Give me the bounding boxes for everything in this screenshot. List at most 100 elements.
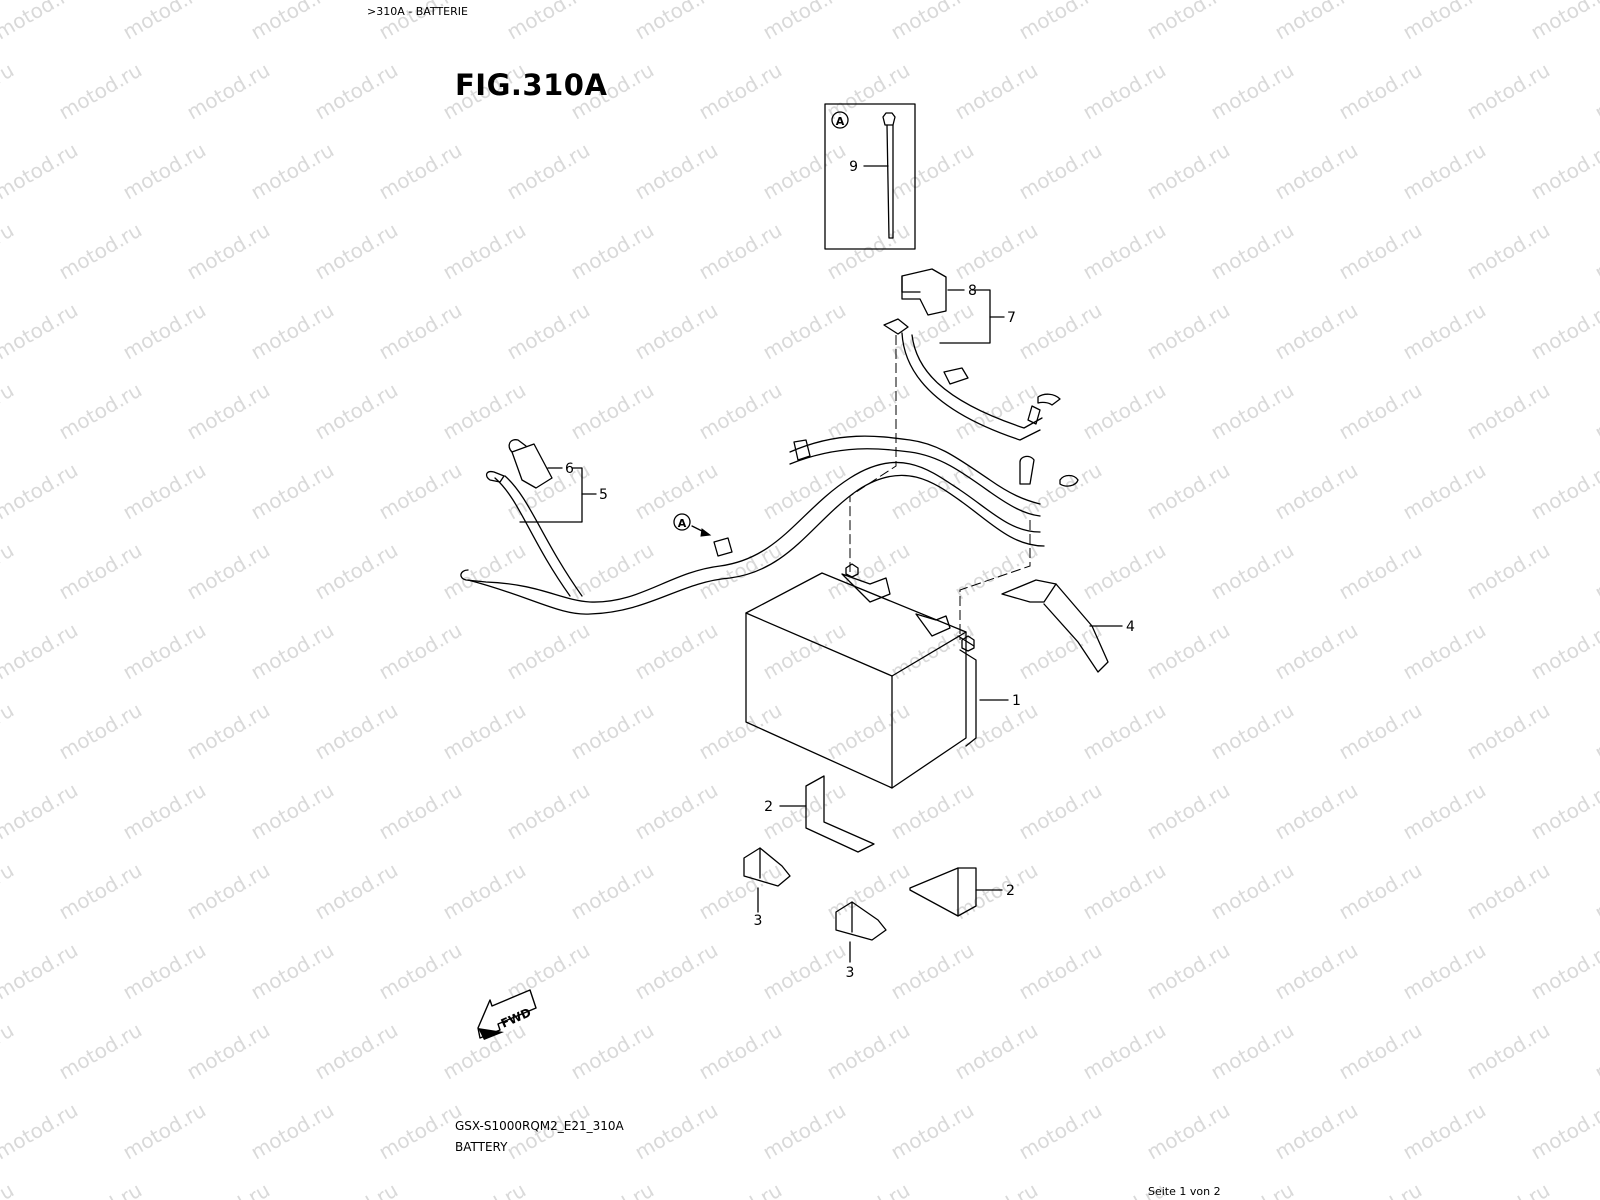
clamp-marker-label: A (678, 517, 687, 530)
watermark-text: motod.ru (567, 218, 658, 285)
watermark-text: motod.ru (887, 458, 978, 525)
watermark-text: motod.ru (1143, 138, 1234, 205)
watermark-text: motod.ru (247, 298, 338, 365)
watermark-text: motod.ru (1335, 378, 1426, 445)
watermark-text: motod.ru (1207, 58, 1298, 125)
cushion-3a (743, 847, 791, 887)
watermark-text: motod.ru (1271, 938, 1362, 1005)
watermark-text: motod.ru (0, 1018, 18, 1085)
watermark-text: motod.ru (1271, 138, 1362, 205)
watermark-text: motod.ru (311, 58, 402, 125)
watermark-text: motod.ru (1335, 858, 1426, 925)
watermark-text: motod.ru (0, 618, 82, 685)
watermark-text: motod.ru (1079, 378, 1170, 445)
watermark-text: motod.ru (1527, 778, 1600, 845)
watermark-text: motod.ru (567, 378, 658, 445)
watermark-text: motod.ru (119, 298, 210, 365)
watermark-text: motod.ru (1399, 778, 1490, 845)
watermark-text: motod.ru (1527, 1098, 1600, 1165)
watermark-text: motod.ru (1335, 1018, 1426, 1085)
watermark-text: motod.ru (119, 0, 210, 44)
watermark-text: motod.ru (695, 378, 786, 445)
watermark-text: motod.ru (631, 298, 722, 365)
watermark-text: motod.ru (311, 1018, 402, 1085)
watermark-text: motod.ru (1591, 1178, 1600, 1200)
watermark-text: motod.ru (247, 618, 338, 685)
watermark-text: motod.ru (1463, 698, 1554, 765)
watermark-text: motod.ru (695, 858, 786, 925)
watermark-text: motod.ru (55, 58, 146, 125)
watermark-text: motod.ru (1463, 1178, 1554, 1200)
callout-3a: 3 (754, 913, 763, 929)
watermark-text: motod.ru (1271, 778, 1362, 845)
watermark-text: motod.ru (1463, 858, 1554, 925)
watermark-text: motod.ru (55, 698, 146, 765)
watermark-text: motod.ru (1015, 298, 1106, 365)
watermark-text: motod.ru (439, 1178, 530, 1200)
watermark-text: motod.ru (1335, 58, 1426, 125)
watermark-text: motod.ru (503, 938, 594, 1005)
watermark-text: motod.ru (55, 1178, 146, 1200)
watermark-text: motod.ru (1335, 1178, 1426, 1200)
watermark-text: motod.ru (375, 138, 466, 205)
watermark-text: motod.ru (1591, 58, 1600, 125)
watermark-text: motod.ru (0, 0, 82, 44)
watermark-text: motod.ru (1143, 1098, 1234, 1165)
callout-8: 8 (968, 283, 977, 299)
watermark-text: motod.ru (1399, 298, 1490, 365)
watermark-text: motod.ru (247, 938, 338, 1005)
detail-inset-a: A 9 (824, 103, 916, 250)
watermark-text: motod.ru (823, 698, 914, 765)
watermark-text: motod.ru (311, 698, 402, 765)
watermark-text: motod.ru (695, 538, 786, 605)
watermark-text: motod.ru (951, 698, 1042, 765)
watermark-text: motod.ru (887, 0, 978, 44)
watermark-text: motod.ru (823, 218, 914, 285)
watermark-text: motod.ru (439, 378, 530, 445)
watermark-text: motod.ru (1079, 218, 1170, 285)
callout-6: 6 (565, 461, 574, 477)
watermark-text: motod.ru (1015, 938, 1106, 1005)
watermark-text: motod.ru (695, 1018, 786, 1085)
watermark-text: motod.ru (759, 458, 850, 525)
watermark-text: motod.ru (887, 1098, 978, 1165)
watermark-text: motod.ru (55, 378, 146, 445)
watermark-text: motod.ru (823, 1018, 914, 1085)
watermark-text: motod.ru (119, 618, 210, 685)
watermark-text: motod.ru (1335, 218, 1426, 285)
watermark-text: motod.ru (0, 458, 82, 525)
watermark-text: motod.ru (887, 938, 978, 1005)
watermark-text: motod.ru (183, 698, 274, 765)
watermark-text: motod.ru (1527, 138, 1600, 205)
watermark-text: motod.ru (1271, 458, 1362, 525)
watermark-text: motod.ru (887, 618, 978, 685)
watermark-text: motod.ru (1207, 218, 1298, 285)
watermark-text: motod.ru (1527, 618, 1600, 685)
watermark-text: motod.ru (759, 938, 850, 1005)
cushion-2b (909, 867, 977, 917)
watermark-text: motod.ru (951, 378, 1042, 445)
watermark-text: motod.ru (695, 1178, 786, 1200)
watermark-text: motod.ru (1463, 58, 1554, 125)
watermark-text: motod.ru (183, 1178, 274, 1200)
watermark-text: motod.ru (567, 1018, 658, 1085)
callout-7: 7 (1007, 310, 1016, 326)
watermark-text: motod.ru (375, 778, 466, 845)
watermark-text: motod.ru (631, 1098, 722, 1165)
watermark-text: motod.ru (183, 858, 274, 925)
watermark-text: motod.ru (375, 298, 466, 365)
watermark-text: motod.ru (1591, 218, 1600, 285)
watermark-text: motod.ru (1335, 538, 1426, 605)
watermark-text: motod.ru (1399, 618, 1490, 685)
watermark-text: motod.ru (631, 938, 722, 1005)
watermark-text: motod.ru (1463, 538, 1554, 605)
watermark-text: motod.ru (631, 0, 722, 44)
watermark-text: motod.ru (183, 378, 274, 445)
watermark-text: motod.ru (1591, 698, 1600, 765)
watermark-text: motod.ru (759, 298, 850, 365)
watermark-text: motod.ru (1143, 778, 1234, 845)
watermark-text: motod.ru (1399, 0, 1490, 44)
watermark-text: motod.ru (311, 538, 402, 605)
